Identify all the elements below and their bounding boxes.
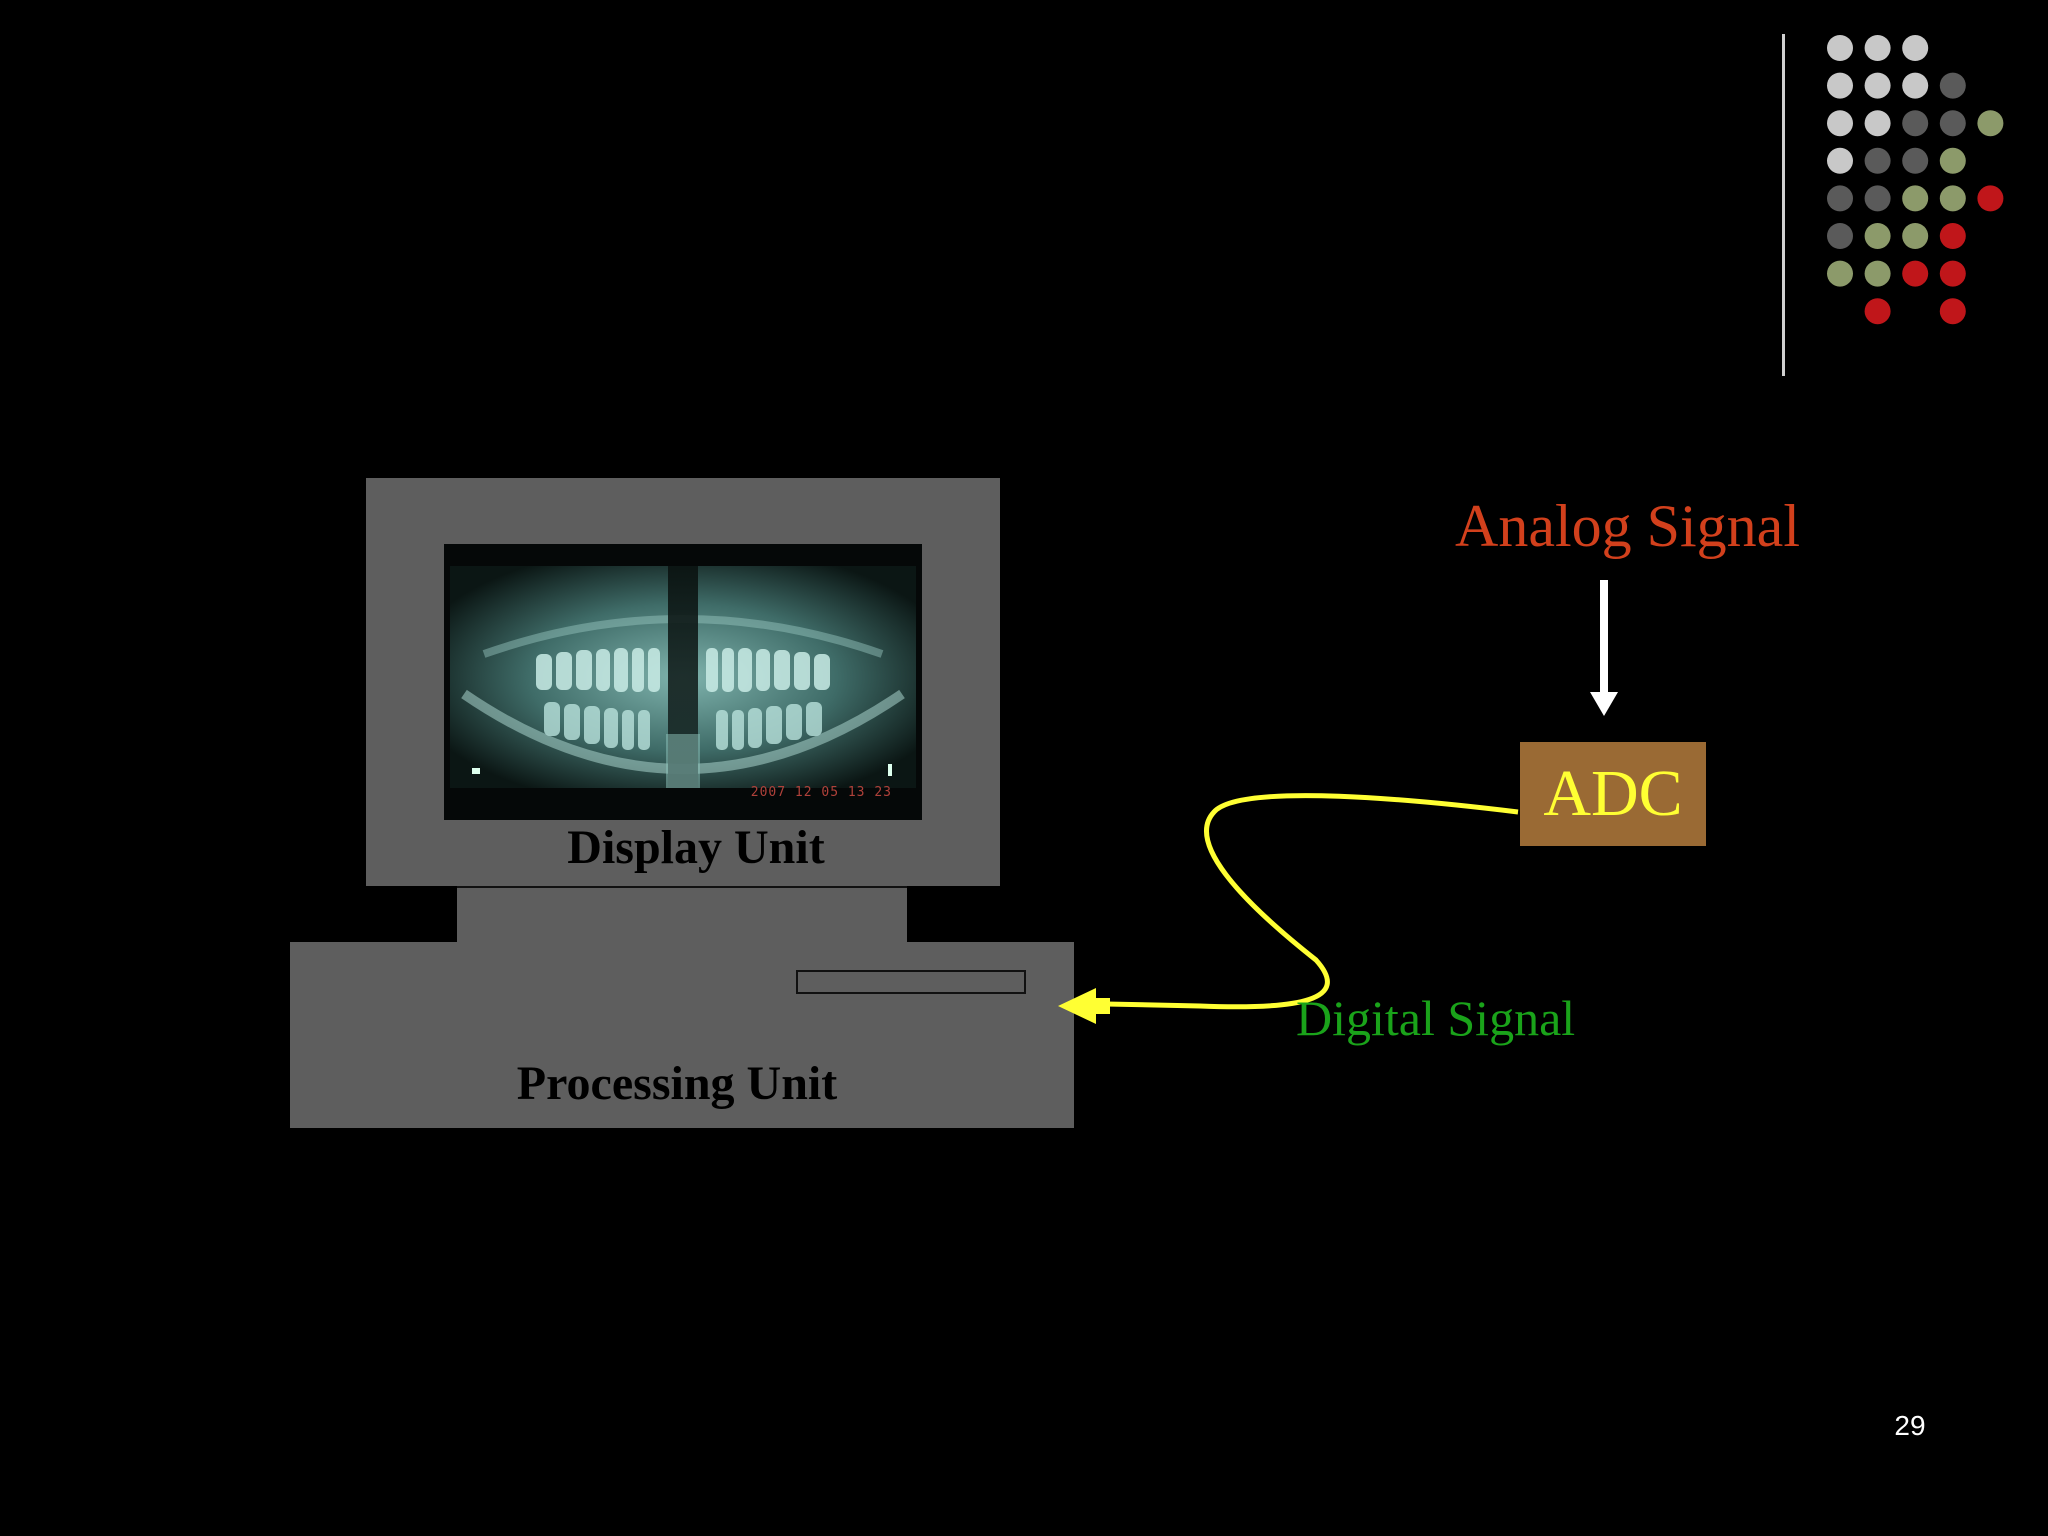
decorative-dot (1902, 223, 1929, 249)
decorative-dot (1902, 35, 1929, 61)
decorative-dot (1902, 185, 1929, 212)
analog-arrow-head (1590, 692, 1618, 716)
decorative-dot (1827, 110, 1853, 137)
decorative-dot (1939, 260, 1966, 287)
display-unit-label: Display Unit (567, 821, 825, 874)
decorative-dot (1939, 298, 1966, 325)
decorative-dot (1827, 185, 1853, 212)
decorative-dot (1939, 110, 1966, 137)
decorative-dot (1902, 72, 1929, 99)
decorative-dot (1827, 223, 1853, 249)
decorative-dot (1977, 185, 2004, 212)
decorative-dot (1939, 72, 1966, 99)
decorative-dot (1864, 185, 1891, 212)
drive-slot (796, 970, 1026, 994)
dental-xray-image (444, 544, 922, 820)
analog-signal-label: Analog Signal (1455, 493, 1800, 559)
decorative-dot (1902, 110, 1929, 137)
decorative-dot (1939, 185, 1966, 212)
page-number: 29 (1894, 1410, 1926, 1441)
decorative-dot (1977, 110, 2004, 137)
decorative-divider-line (1782, 34, 1785, 376)
adc-box: ADC (1520, 742, 1706, 846)
decorative-dot-grid (1827, 35, 2004, 325)
decorative-dot (1864, 110, 1891, 137)
decorative-dot (1864, 223, 1891, 249)
digital-signal-label: Digital Signal (1296, 990, 1576, 1046)
decorative-dot (1827, 35, 1853, 61)
decorative-dot (1902, 260, 1929, 287)
decorative-dot (1827, 260, 1853, 287)
decorative-dot (1864, 72, 1891, 99)
decorative-dot (1864, 298, 1891, 325)
decorative-dot (1864, 260, 1891, 287)
monitor-screen-xray-image: 2007 12 05 13 23 (444, 544, 922, 820)
xray-timestamp: 2007 12 05 13 23 (750, 785, 892, 800)
decorative-dot (1827, 72, 1853, 99)
digital-signal-cable (1105, 793, 1519, 1010)
decorative-dot (1827, 147, 1853, 174)
decorative-dot (1902, 147, 1929, 174)
decorative-dot (1939, 147, 1966, 174)
decorative-dot (1864, 147, 1891, 174)
decorative-dot (1864, 35, 1891, 61)
monitor-stand (457, 886, 907, 944)
decorative-dot (1939, 223, 1966, 249)
processing-unit-label: Processing Unit (516, 1057, 838, 1110)
